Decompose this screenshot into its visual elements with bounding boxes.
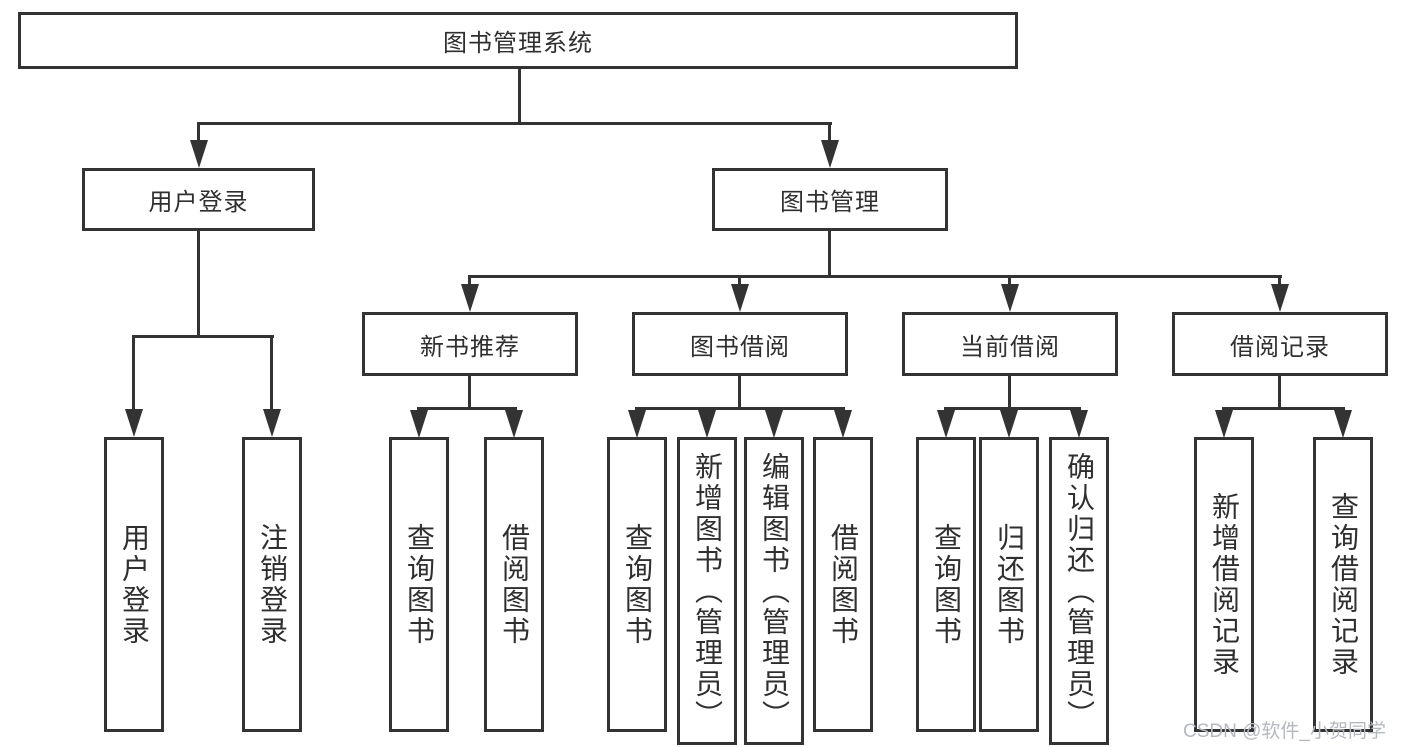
node-label: 查询图书 [622,522,653,647]
node-user-login: 用户登录 [82,168,315,231]
node-label: 用户登录 [148,189,249,216]
connector-line [738,376,741,409]
node-label: 新增图书（管理员） [692,451,723,731]
connector-line [828,122,831,142]
node-borrow-books-recommend: 借阅图书 [484,437,544,732]
node-add-borrow-record: 新增借阅记录 [1194,437,1254,732]
node-query-books-recommend: 查询图书 [389,437,449,732]
connector-line [468,275,471,287]
connector-line [635,407,845,410]
arrow-down-icon [1000,410,1018,438]
node-library-system: 图书管理系统 [18,12,1018,69]
node-confirm-return-admin: 确认归还（管理员） [1049,437,1109,745]
connector-line [197,231,200,337]
arrow-down-icon [1215,410,1233,438]
arrow-down-icon [1271,284,1289,312]
arrow-down-icon [125,409,143,437]
node-user-login-leaf: 用户登录 [104,437,164,732]
connector-line [828,231,831,277]
connector-line [270,335,273,411]
node-current-borrowing: 当前借阅 [902,312,1118,376]
arrow-down-icon [505,410,523,438]
arrow-down-icon [263,409,281,437]
node-label: 归还图书 [994,522,1025,647]
arrow-down-icon [410,410,428,438]
arrow-down-icon [461,284,479,312]
arrow-down-icon [765,410,783,438]
connector-line [132,335,274,338]
connector-line [197,122,200,142]
node-borrow-books-borrow: 借阅图书 [813,437,873,732]
node-label: 当前借阅 [960,333,1060,361]
node-label: 借阅记录 [1230,333,1330,361]
connector-line [197,122,832,125]
node-query-books-current: 查询图书 [916,437,976,732]
connector-line [468,376,471,409]
node-label: 查询图书 [931,522,962,647]
node-add-books-admin: 新增图书（管理员） [677,437,737,745]
node-query-books-borrow: 查询图书 [607,437,667,732]
connector-line [1008,376,1011,409]
node-label: 查询借阅记录 [1328,491,1359,678]
arrow-down-icon [698,410,716,438]
node-book-management: 图书管理 [712,168,948,231]
arrow-down-icon [628,410,646,438]
connector-line [1278,275,1281,287]
node-label: 借阅图书 [499,522,530,647]
connector-line [417,407,517,410]
connector-line [518,69,521,122]
node-logout: 注销登录 [242,437,302,732]
arrow-down-icon [1070,410,1088,438]
node-label: 图书借阅 [690,333,790,361]
node-label: 编辑图书（管理员） [759,451,790,731]
arrow-down-icon [1334,410,1352,438]
connector-line [468,275,1282,278]
csdn-watermark: CSDN @软件_小贺同学 [1183,721,1386,742]
node-label: 图书管理系统 [443,30,593,57]
node-book-borrowing: 图书借阅 [632,312,848,376]
node-edit-books-admin: 编辑图书（管理员） [744,437,804,745]
node-label: 注销登录 [257,522,288,647]
arrow-down-icon [821,140,839,168]
node-label: 查询图书 [404,522,435,647]
arrow-down-icon [937,410,955,438]
connector-line [132,335,135,411]
connector-line [944,407,1081,410]
arrow-down-icon [834,410,852,438]
node-label: 用户登录 [119,522,150,647]
node-borrowing-records: 借阅记录 [1172,312,1388,376]
node-return-books: 归还图书 [979,437,1039,732]
node-new-book-recommend: 新书推荐 [362,312,578,376]
node-label: 确认归还（管理员） [1064,451,1095,731]
arrow-down-icon [731,284,749,312]
node-query-borrow-record: 查询借阅记录 [1313,437,1373,732]
node-label: 新增借阅记录 [1209,491,1240,678]
node-label: 图书管理 [780,189,880,216]
arrow-down-icon [190,140,208,168]
connector-line [1008,275,1011,287]
node-label: 新书推荐 [420,333,520,361]
connector-line [1222,407,1345,410]
arrow-down-icon [1001,284,1019,312]
connector-line [1278,376,1281,409]
node-label: 借阅图书 [828,522,859,647]
connector-line [738,275,741,287]
